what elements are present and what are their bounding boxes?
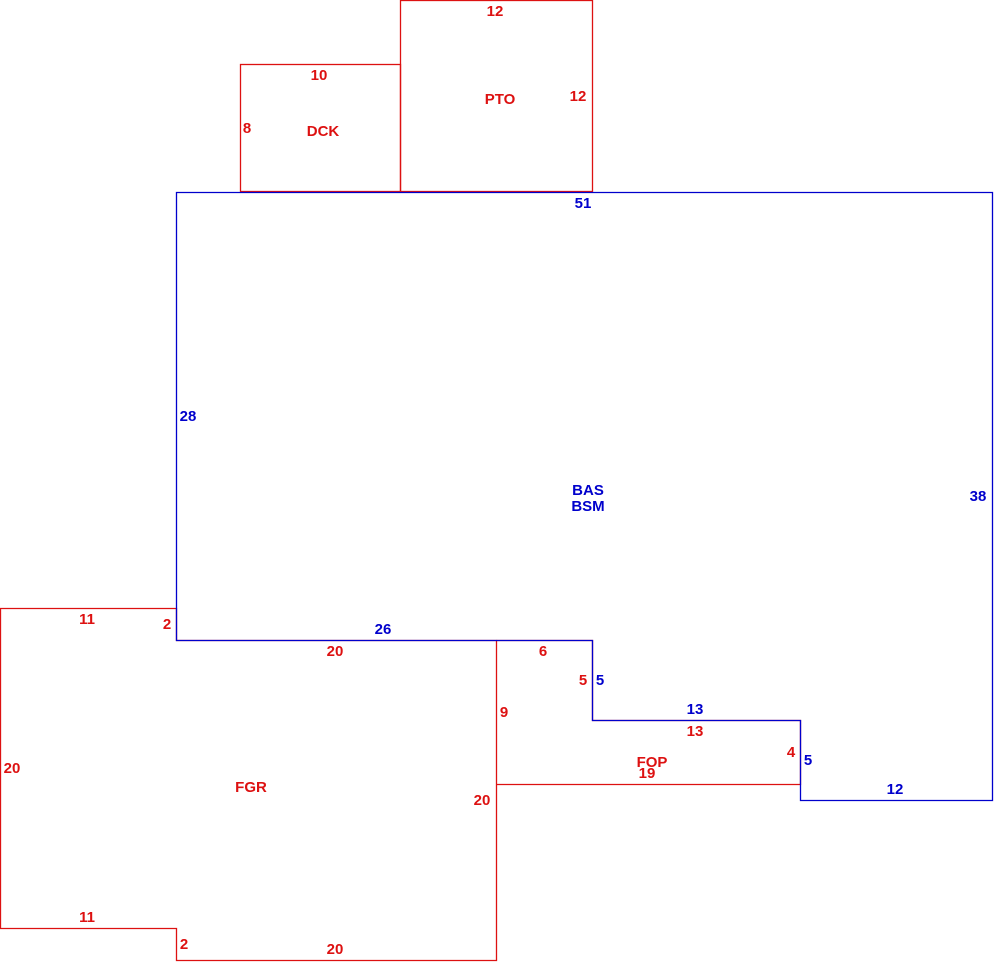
dim-fgr-right: 20	[474, 792, 491, 809]
bas-area-label: BAS	[572, 482, 604, 499]
dim-fop-top: 6	[539, 643, 547, 660]
dim-fgr-bottom-left: 11	[79, 909, 95, 926]
dim-fop-step-across: 13	[687, 723, 704, 740]
dim-pto-top: 12	[487, 3, 504, 20]
dim-dck-top: 10	[311, 67, 328, 84]
dim-fop-step-down: 5	[579, 672, 587, 689]
dim-fgr-left-step-bottom: 2	[180, 936, 188, 953]
dim-pto-right: 12	[570, 88, 587, 105]
dim-fgr-top: 20	[327, 643, 344, 660]
dim-fop-left: 9	[500, 704, 508, 721]
dck-outline	[239, 63, 402, 193]
bsm-area-label: BSM	[571, 498, 604, 515]
dim-fgr-left: 20	[4, 760, 21, 777]
fgr-area-label: FGR	[235, 779, 267, 796]
dim-bas-step-down: 5	[596, 672, 604, 689]
dim-fop-right: 4	[787, 744, 796, 761]
secondary-outlines	[0, 0, 802, 962]
pto-area-label: PTO	[485, 91, 516, 108]
dim-bas-step-across: 13	[687, 701, 704, 718]
dim-fgr-bottom: 20	[327, 941, 344, 958]
dim-bas-top: 51	[575, 195, 592, 212]
dim-dck-left: 8	[243, 120, 251, 137]
dim-fgr-left-step-top: 2	[163, 616, 171, 633]
dim-bas-right-step: 5	[804, 752, 812, 769]
dim-bas-bottom: 26	[375, 621, 392, 638]
dim-bas-bottom-right: 12	[887, 781, 904, 798]
dim-bas-left: 28	[180, 408, 197, 425]
dim-fgr-top-left: 11	[79, 611, 95, 628]
dck-area-label: DCK	[307, 123, 340, 140]
fop-area-label: FOP	[637, 754, 668, 771]
bas-outline	[175, 191, 994, 802]
dim-bas-right: 38	[970, 488, 987, 505]
dim-fop-bottom: 19	[639, 765, 656, 782]
